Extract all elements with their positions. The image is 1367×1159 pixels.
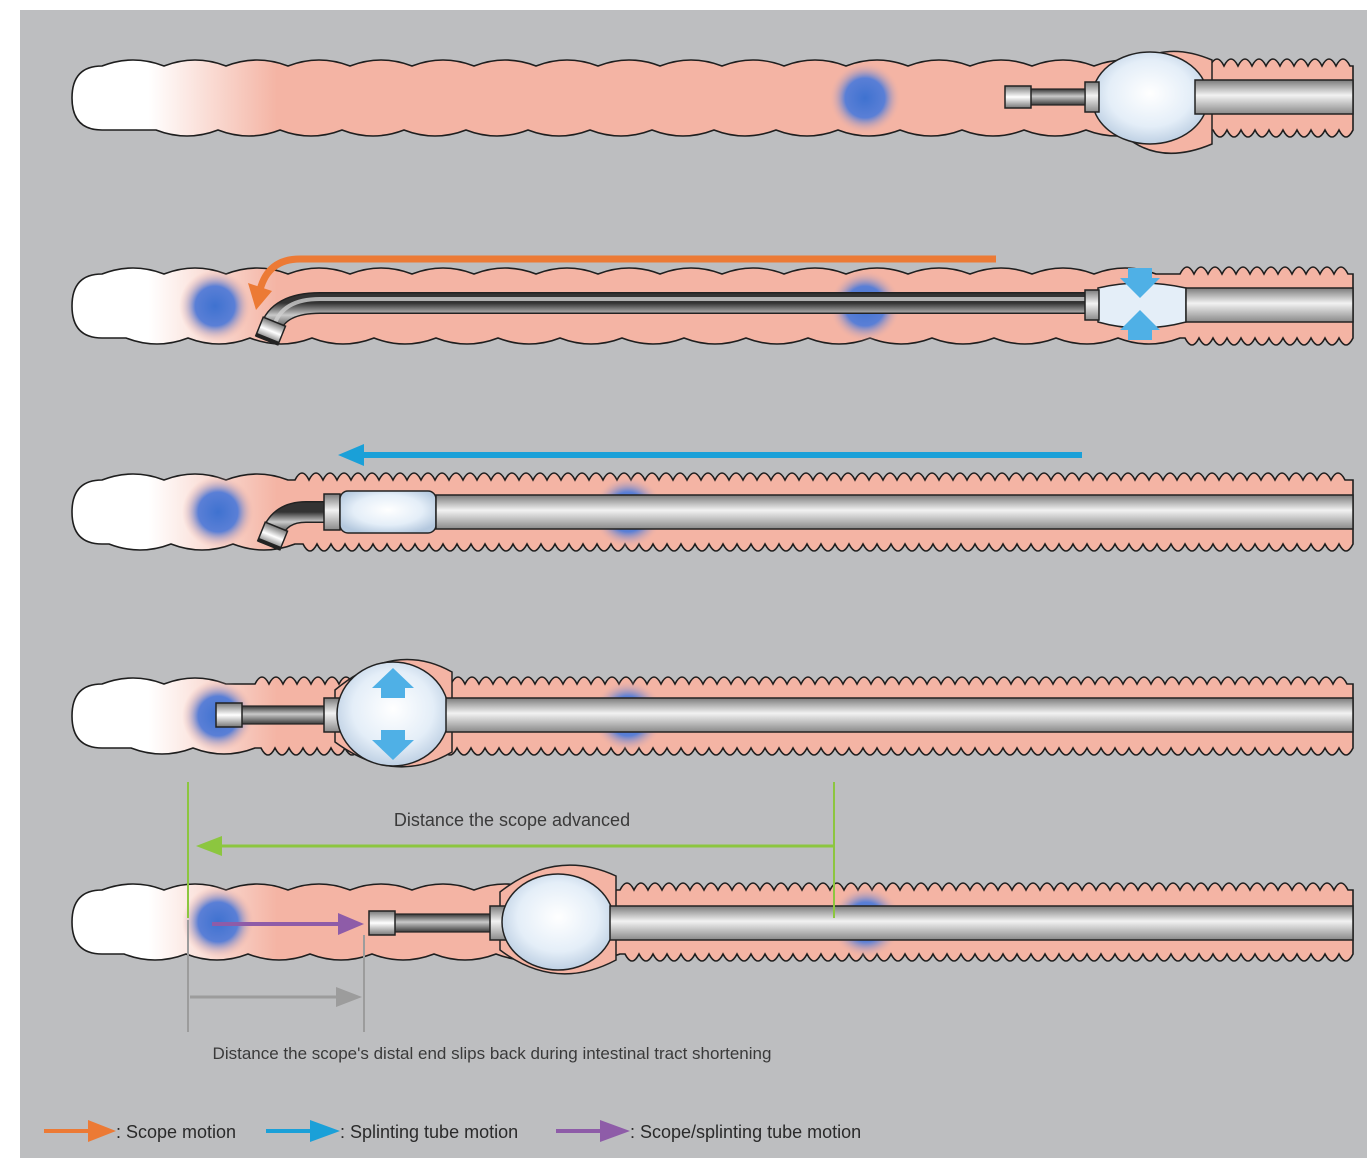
row5-scope (392, 913, 492, 933)
row1-scope-tip (1004, 85, 1032, 109)
slip-back-measure: Distance the scope's distal end slips ba… (187, 920, 772, 1063)
row1-balloon (1091, 51, 1209, 145)
legend-item-combined-motion: : Scope/splinting tube motion (556, 1120, 861, 1142)
legend-label-combined-motion: : Scope/splinting tube motion (630, 1122, 861, 1142)
row5-balloon (501, 873, 615, 971)
row4-scope (239, 705, 326, 725)
legend-item-scope-motion: : Scope motion (44, 1120, 236, 1142)
legend-label-splinting-tube-motion: : Splinting tube motion (340, 1122, 518, 1142)
row5-splinting-tube (609, 905, 1354, 941)
row2-tube-collar (1084, 289, 1100, 321)
row1-tube-collar (1084, 81, 1100, 113)
row2-device (248, 255, 1354, 346)
row3-splinting-tube (435, 494, 1354, 530)
combined-motion-arrow (212, 913, 364, 935)
row3-tube-collar (323, 493, 341, 531)
row3-scope-tip (256, 521, 289, 551)
lesion-marker (179, 270, 251, 342)
green-arrowhead-icon (196, 836, 222, 856)
distance-slip-label: Distance the scope's distal end slips ba… (213, 1044, 772, 1063)
blue-arrow-icon (310, 1120, 340, 1142)
legend: : Scope motion : Splinting tube motion :… (44, 1120, 861, 1142)
distance-advanced-measure: Distance the scope advanced (187, 782, 835, 918)
row1-scope (1029, 88, 1086, 106)
row1-device (1004, 50, 1354, 155)
distance-advanced-label: Distance the scope advanced (394, 810, 630, 830)
row3-device (256, 444, 1354, 551)
scope-motion-arrow (256, 255, 996, 292)
row4-splinting-tube (445, 697, 1354, 733)
orange-arrow-icon (88, 1120, 116, 1142)
inflate-arrows-icon (372, 668, 414, 760)
gray-arrowhead-icon (336, 987, 362, 1007)
row2-scope-tip (254, 316, 287, 346)
row2-splinting-tube (1185, 287, 1354, 323)
background-panel (20, 10, 1367, 1158)
row5-device (368, 864, 1354, 975)
deflate-arrows-icon (1120, 268, 1160, 340)
row4-device (215, 658, 1354, 768)
row3-balloon-deflated (339, 490, 437, 534)
row1-splinting-tube (1194, 79, 1354, 115)
row5-scope-tip (368, 910, 396, 936)
lesion-marker (182, 476, 254, 548)
legend-label-scope-motion: : Scope motion (116, 1122, 236, 1142)
purple-arrow-icon (600, 1120, 630, 1142)
row4-scope-tip (215, 702, 243, 728)
legend-item-splinting-tube-motion: : Splinting tube motion (266, 1120, 518, 1142)
lesion-marker (829, 62, 901, 134)
